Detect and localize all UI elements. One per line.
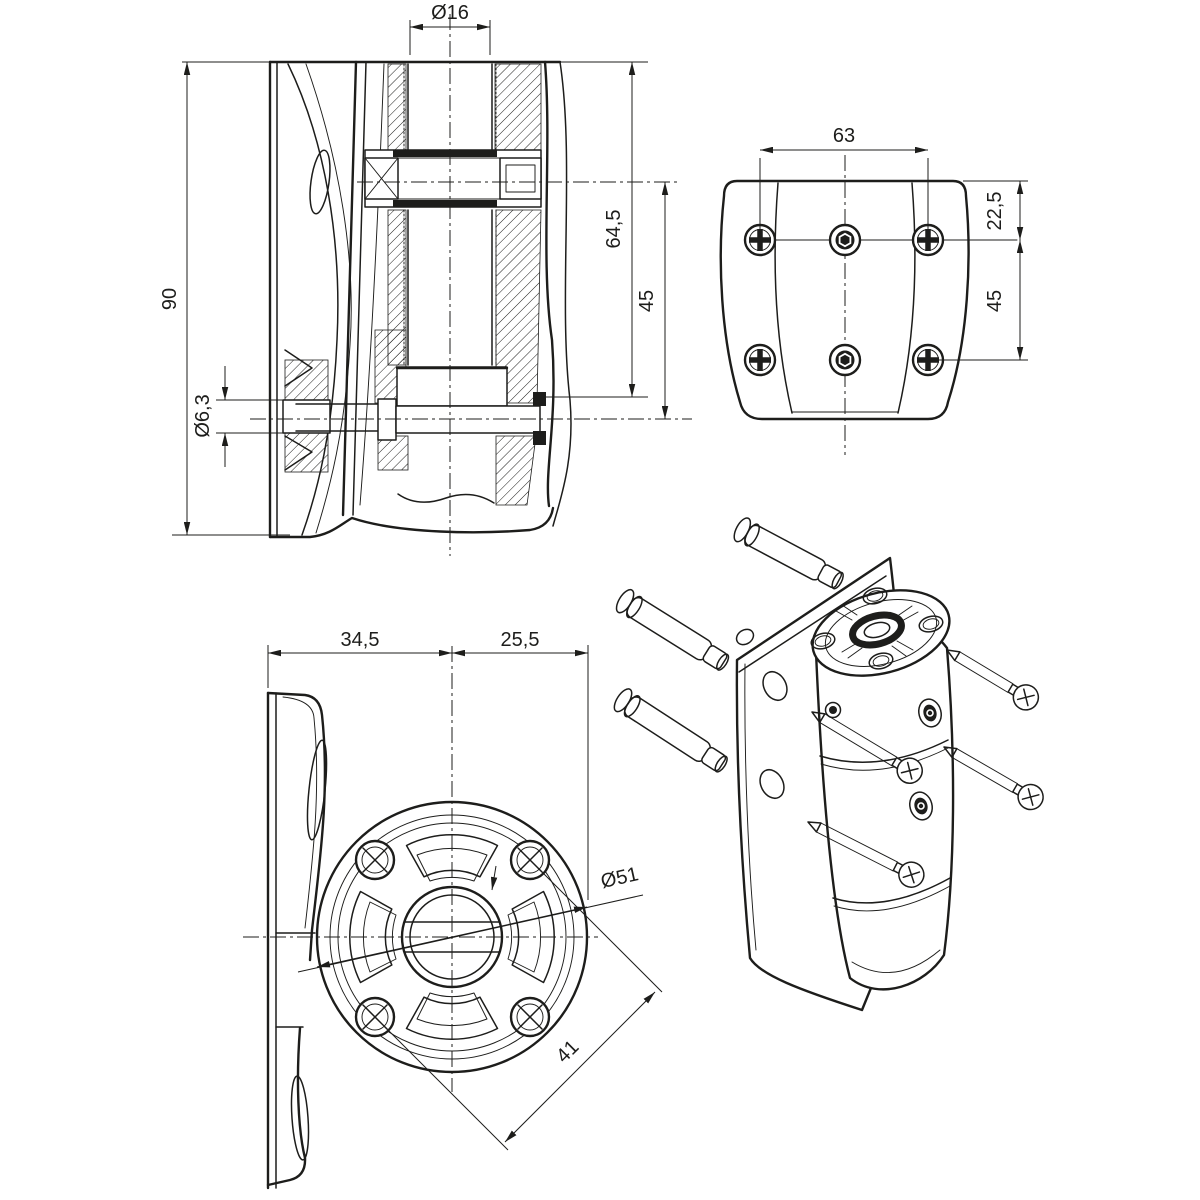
dim-label-center-to-edge: 25,5 (501, 629, 540, 651)
dim-label-bearing-to-pin: 45 (636, 290, 658, 312)
mounting-screw (946, 649, 1040, 711)
plate-pin-hole (282, 399, 331, 434)
phillips-screw (743, 223, 945, 377)
dim-label-pin-diameter: Ø6,3 (192, 394, 214, 437)
countersink-lower (284, 435, 313, 471)
flange-pockets (349, 834, 555, 1040)
dim-label-upper-depth: 64,5 (603, 210, 625, 249)
plate-slot-lower (290, 1075, 310, 1161)
wall-anchor (613, 688, 728, 773)
bore-break-line (397, 493, 495, 504)
anchor-boss (735, 628, 755, 646)
plate-hole-iso-upper (762, 670, 788, 702)
plate-outline (719, 179, 970, 421)
dimension-bearing-to-pin: 45 (636, 182, 669, 419)
plate-slot-upper (306, 739, 328, 841)
wall-plate-profile (266, 691, 328, 1190)
clamp-screw-boss (909, 791, 933, 821)
wall-plate-section (268, 60, 352, 539)
dim-label-bore: Ø16 (431, 2, 469, 24)
central-ring-iso (849, 611, 905, 649)
dimension-flange-diameter: Ø51 (297, 863, 644, 973)
dimension-edge-to-row: 22,5 (963, 180, 1028, 240)
dimension-upper-depth: 64,5 (533, 62, 648, 398)
mounting-screw (811, 711, 923, 784)
dimension-row-spacing: 45 (936, 240, 1028, 361)
dimension-overall-height: 90 (159, 61, 648, 536)
clamp-screw-boss (918, 698, 942, 728)
dimension-hole-spacing: 63 (759, 125, 929, 232)
mounting-screw (807, 821, 925, 888)
countersink-upper (284, 349, 313, 387)
bearing-section (364, 149, 542, 208)
hex-socket-screw (828, 223, 862, 377)
flange-ribs-iso (835, 604, 919, 659)
dim-label-height: 90 (159, 288, 181, 310)
plate-hole-iso-lower (759, 768, 785, 800)
dim-label-edge-to-row: 22,5 (984, 192, 1006, 231)
mounting-screw (943, 746, 1044, 811)
body-section (268, 60, 572, 539)
isometric-view (613, 517, 1044, 1012)
section-view: Ø16 90 64,5 45 Ø6,3 (159, 2, 692, 556)
wall-anchor (615, 588, 730, 671)
dim-label-row-spacing: 45 (984, 290, 1006, 312)
side-pin-iso (824, 701, 842, 719)
cylinder-body-iso (810, 587, 955, 991)
dim-label-plate-to-center: 34,5 (341, 629, 380, 651)
flange-holes-iso (810, 587, 944, 670)
dim-label-hole-spacing: 63 (833, 125, 855, 147)
plate-slot-section (309, 149, 331, 215)
dimension-bore-diameter: Ø16 (409, 2, 491, 55)
wall-anchor (733, 517, 844, 590)
back-plate-view: 63 22,5 45 (719, 125, 1028, 455)
dimension-pin-diameter: Ø6,3 (192, 366, 284, 467)
dimension-plate-to-center: 34,5 25,5 (267, 629, 589, 900)
